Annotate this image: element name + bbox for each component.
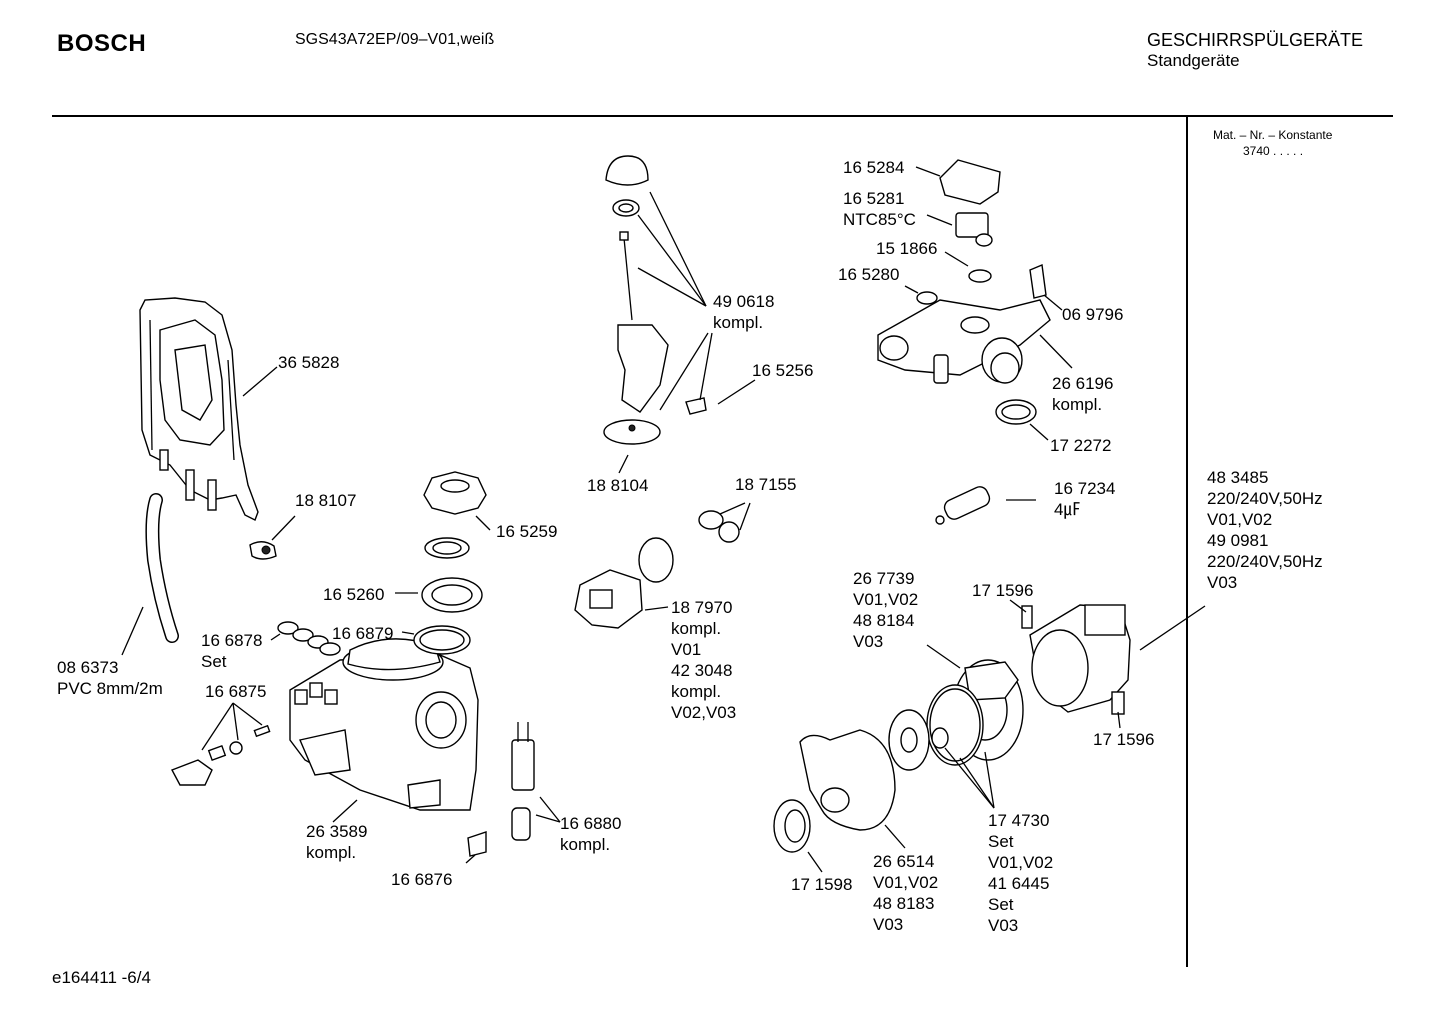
sump-housing-drawing	[289, 638, 479, 811]
part-label-165259: 16 5259	[496, 522, 558, 541]
ring-pair-drawing	[698, 510, 740, 543]
part-label-172272: 17 2272	[1050, 436, 1112, 455]
part-label-171596-top: 17 1596	[972, 581, 1034, 600]
part-label-263589: 26 3589 kompl.	[306, 822, 368, 862]
mat-nr-value: 3740 . . . . .	[1243, 144, 1304, 158]
heater-cover-drawing	[939, 159, 1001, 205]
o-ring-165280-drawing	[916, 291, 938, 305]
part-label-187155: 18 7155	[735, 475, 797, 494]
hose-clamp-drawing	[995, 399, 1037, 425]
part-label-151866: 15 1866	[876, 239, 938, 258]
part-label-086373: 08 6373 PVC 8mm/2m	[57, 658, 163, 698]
part-label-165256: 16 5256	[752, 361, 814, 380]
spray-dispenser-drawing	[603, 155, 707, 445]
part-label-165280: 16 5280	[838, 265, 900, 284]
appliance-category: GESCHIRRSPÜLGERÄTE	[1147, 30, 1364, 50]
part-label-188104: 18 8104	[587, 476, 649, 495]
part-label-171596-bottom: 17 1596	[1093, 730, 1155, 749]
ntc-sensor-drawing	[955, 212, 993, 247]
part-label-174730: 17 4730 Set V01,V02 41 6445 Set V03	[988, 811, 1054, 935]
heater-assembly-drawing	[877, 299, 1051, 384]
seal-set-drawing	[277, 621, 341, 656]
part-label-490618: 49 0618 kompl.	[713, 292, 775, 332]
o-ring-151866-drawing	[968, 269, 992, 283]
part-label-165281: 16 5281 NTC85°C	[843, 189, 916, 229]
float-drawing	[511, 722, 535, 841]
part-label-171598: 17 1598	[791, 875, 853, 894]
part-label-166880: 16 6880 kompl.	[560, 814, 622, 854]
mat-nr-label: Mat. – Nr. – Konstante	[1213, 128, 1333, 142]
document-id: e164411 -6/4	[52, 968, 151, 987]
part-label-166876: 16 6876	[391, 870, 453, 889]
nut-drawing	[423, 471, 487, 515]
part-label-266514: 26 6514 V01,V02 48 8183 V03	[873, 852, 939, 934]
part-label-188107: 18 8107	[295, 491, 357, 510]
part-label-166878: 16 6878 Set	[201, 631, 263, 671]
capacitor-drawing	[935, 486, 991, 525]
small-clip-drawing	[467, 831, 487, 857]
volute-drawing	[799, 729, 896, 831]
part-label-266196: 26 6196 kompl.	[1052, 374, 1114, 414]
clip-069796-drawing	[1029, 264, 1047, 299]
part-label-165284: 16 5284	[843, 158, 905, 177]
part-label-167234: 16 7234 4㎌	[1054, 479, 1116, 519]
valve-drawing	[171, 724, 271, 786]
part-label-187970: 18 7970 kompl. V01 42 3048 kompl. V02,V0…	[671, 598, 737, 722]
part-label-365828: 36 5828	[278, 353, 340, 372]
part-label-069796: 06 9796	[1062, 305, 1124, 324]
part-label-483485: 48 3485 220/240V,50Hz V01,V02 49 0981 22…	[1207, 468, 1323, 592]
heater-frame-drawing	[139, 297, 259, 521]
part-label-166879: 16 6879	[332, 624, 394, 643]
impeller-drawing	[888, 709, 949, 771]
clip-drawing	[249, 541, 277, 560]
part-label-267739: 26 7739 V01,V02 48 8184 V03	[853, 569, 919, 651]
pump-motor-drawing	[1021, 604, 1131, 715]
seal-171598-drawing	[773, 799, 811, 853]
model-number: SGS43A72EP/09–V01,weiß	[295, 31, 495, 48]
diverter-motor-drawing	[574, 537, 674, 629]
appliance-subcategory: Standgeräte	[1147, 51, 1240, 70]
part-label-166875: 16 6875	[205, 682, 267, 701]
part-label-165260: 16 5260	[323, 585, 385, 604]
brand-logo: BOSCH	[57, 30, 147, 57]
